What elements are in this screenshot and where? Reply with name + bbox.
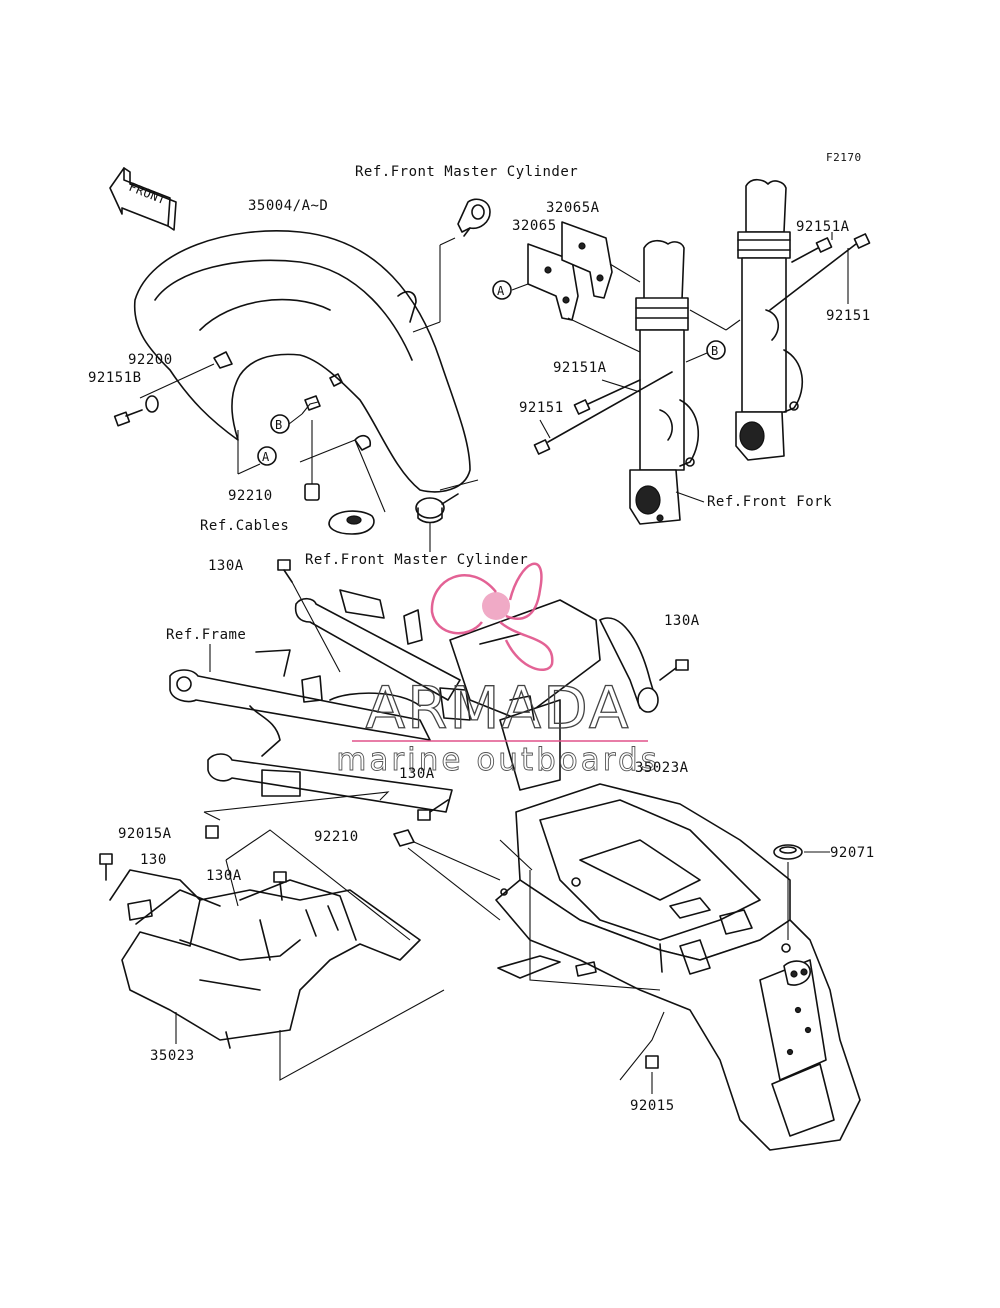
front-arrow-icon: FRONT — [109, 167, 177, 231]
label-35004: 35004/A~D — [248, 198, 328, 214]
label-92151-top: 92151 — [826, 308, 871, 324]
bolt-130A-4 — [273, 871, 287, 901]
label-92151-mid: 92151 — [519, 400, 564, 416]
label-ref-front-fork: Ref.Front Fork — [707, 494, 832, 510]
bolt-92151A-mid — [573, 379, 641, 415]
callout-b-left: B — [270, 414, 290, 434]
master-cylinder-clamp-bottom — [415, 493, 459, 524]
nut-92015A — [205, 825, 219, 839]
label-130A-3: 130A — [399, 766, 435, 782]
label-130A-4: 130A — [206, 868, 242, 884]
label-35023A: 35023A — [635, 760, 689, 776]
label-92151A-mid: 92151A — [553, 360, 607, 376]
watermark-title: ARMADA — [365, 674, 630, 742]
master-cylinder-clamp-top — [457, 198, 491, 237]
label-92210-bottom: 92210 — [314, 829, 359, 845]
clip-92210-bottom — [393, 829, 415, 847]
bolt-130 — [99, 853, 113, 881]
callout-a-right: A — [492, 280, 512, 300]
bolt-130A-2 — [659, 659, 689, 681]
bracket-32065A — [561, 221, 613, 299]
label-130A-1: 130A — [208, 558, 244, 574]
bracket-32065 — [527, 243, 579, 321]
label-ref-frame: Ref.Frame — [166, 627, 246, 643]
frame — [169, 589, 659, 813]
cable-clip — [328, 510, 375, 535]
svg-text:A: A — [497, 284, 505, 298]
label-32065A: 32065A — [546, 200, 600, 216]
callout-a-left: A — [257, 446, 277, 466]
bolt-130A-3 — [417, 799, 449, 821]
clamp-92210-top — [304, 420, 320, 501]
washer-92200 — [145, 395, 159, 413]
bolt-92151-mid — [533, 371, 673, 455]
bolt-92151A-top — [791, 237, 833, 263]
label-92151A-top: 92151A — [796, 219, 850, 235]
label-92015A: 92015A — [118, 826, 172, 842]
callout-b-right: B — [706, 340, 726, 360]
watermark-subtitle: marine outboards — [336, 742, 660, 778]
label-92151B: 92151B — [88, 370, 142, 386]
label-130A-2: 130A — [664, 613, 700, 629]
front-fork-right — [735, 178, 803, 461]
svg-text:B: B — [275, 418, 283, 432]
bolt-92151-top — [769, 233, 871, 311]
label-35023: 35023 — [150, 1048, 195, 1064]
bolt-130A-1 — [277, 559, 293, 583]
label-92210-top: 92210 — [228, 488, 273, 504]
label-130: 130 — [140, 852, 167, 868]
rear-fender-35023A — [495, 783, 861, 1151]
inner-fender-35023 — [109, 869, 421, 1049]
label-32065: 32065 — [512, 218, 557, 234]
label-ref-cables: Ref.Cables — [200, 518, 289, 534]
label-ref-master-cylinder-top: Ref.Front Master Cylinder — [355, 164, 578, 180]
svg-text:A: A — [262, 450, 270, 464]
front-fork-left — [629, 239, 699, 525]
label-92200: 92200 — [128, 352, 173, 368]
diagram-code: F2170 — [826, 151, 862, 164]
bolt-92151B — [113, 363, 215, 427]
label-92015: 92015 — [630, 1098, 675, 1114]
label-92071: 92071 — [830, 845, 875, 861]
nut-92015 — [645, 1055, 659, 1069]
watermark-logo-icon — [430, 562, 554, 672]
front-fender — [133, 230, 471, 493]
svg-text:B: B — [711, 344, 719, 358]
grommet-92071 — [773, 844, 803, 860]
label-ref-master-cylinder-bottom: Ref.Front Master Cylinder — [305, 552, 528, 568]
